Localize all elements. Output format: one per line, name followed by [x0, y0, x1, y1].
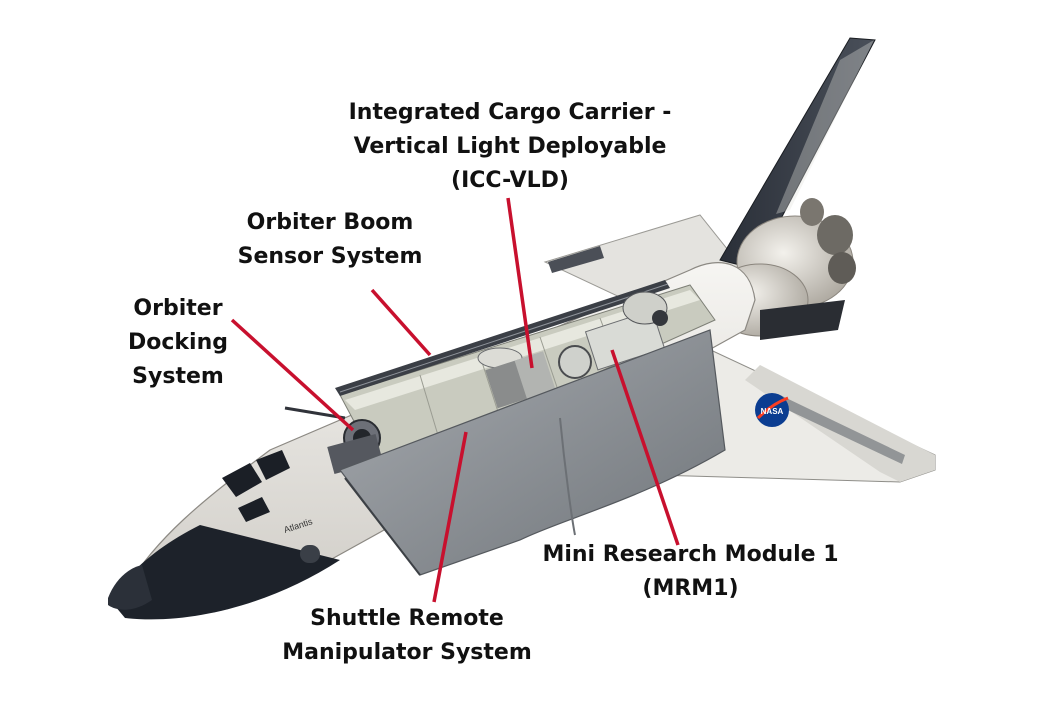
side-hatch — [300, 545, 320, 563]
cockpit-windows: Atlantis — [222, 450, 320, 563]
leader-mrm1 — [610, 349, 680, 546]
label-icc-vld-line: (ICC-VLD) — [451, 168, 569, 193]
label-ods-line: Orbiter — [133, 296, 223, 321]
obss-boom — [335, 280, 670, 396]
leader-ods — [230, 318, 355, 432]
label-icc-vld-line: Integrated Cargo Carrier - — [348, 100, 672, 125]
label-obss-line: Sensor System — [237, 244, 423, 269]
label-mrm1-line: Mini Research Module 1 — [542, 542, 839, 567]
leader-icc-vld — [506, 197, 534, 369]
label-ods-line: System — [132, 364, 224, 389]
label-ods: Orbiter Docking System — [108, 292, 248, 394]
label-srms-line: Shuttle Remote — [310, 606, 504, 631]
label-srms-line: Manipulator System — [282, 640, 532, 665]
leader-obss — [370, 288, 432, 357]
label-srms: Shuttle Remote Manipulator System — [268, 602, 546, 670]
label-icc-vld: Integrated Cargo Carrier - Vertical Ligh… — [340, 96, 680, 198]
label-obss-line: Orbiter Boom — [246, 210, 414, 235]
label-ods-line: Docking — [128, 330, 228, 355]
leader-srms — [432, 431, 468, 603]
mrm1-module — [558, 291, 668, 379]
label-icc-vld-line: Vertical Light Deployable — [353, 134, 667, 159]
label-obss: Orbiter Boom Sensor System — [220, 206, 440, 274]
nasa-logo: NASA — [755, 393, 789, 427]
label-mrm1: Mini Research Module 1 (MRM1) — [528, 538, 853, 606]
icc-vld-carrier — [477, 347, 556, 409]
payload-bay-door — [339, 329, 726, 576]
label-mrm1-line: (MRM1) — [642, 576, 739, 601]
nasa-logo-text: NASA — [761, 407, 784, 416]
leader-lines — [230, 197, 680, 603]
